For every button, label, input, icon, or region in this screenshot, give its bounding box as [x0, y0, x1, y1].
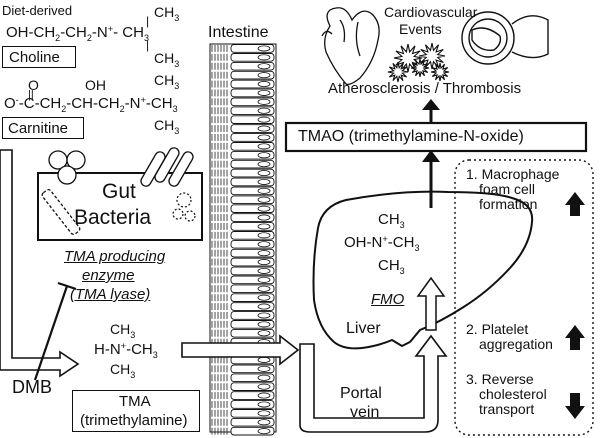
choline-formula: OH-CH2-CH2-N+- CH3 [6, 23, 149, 43]
carnitine-oxygen: O [28, 77, 39, 93]
carnitine-label-box [2, 117, 84, 139]
liver-label: Liver [346, 320, 381, 337]
tmao-ch3-bottom: CH3 [378, 257, 405, 276]
enzyme-line2: enzyme [82, 267, 135, 284]
enzyme-line1: TMA producing [64, 248, 166, 265]
bacteria-dotted-icon [172, 192, 196, 222]
hollow-arrow-diet-to-tma [0, 149, 80, 378]
liver-outline [312, 190, 534, 350]
choline-ch3-top: CH3 [154, 4, 180, 23]
dmb-inhibition-line [33, 285, 69, 381]
intestine-wall [209, 43, 277, 436]
fmo-label: FMO [371, 291, 405, 308]
tmao-box [284, 121, 588, 153]
starburst-icon [410, 58, 430, 78]
atherosclerosis-label: Atherosclerosis / Thrombosis [328, 80, 522, 97]
cv-events-line1: Cardiovascular [384, 4, 478, 20]
artery-icon [461, 11, 549, 65]
bacteria-coccus-icon [57, 165, 77, 185]
effect-3-line-1: 3. Reverse [466, 371, 534, 387]
intestine-label: Intestine [208, 24, 269, 41]
carnitine-formula: O--C-CH2-CH-CH2-N+-CH3 [4, 94, 178, 114]
effects-box [454, 159, 594, 436]
carnitine-ch3-bottom: CH3 [154, 117, 180, 136]
carnitine-ch3-top: CH3 [154, 72, 180, 91]
tma-formula: H-N+-CH3 [94, 340, 158, 360]
enzyme-line3: (TMA lyase) [70, 286, 151, 303]
arrow-tmao-to-outcome-head [422, 99, 440, 110]
gut-label-line2: Bacteria [74, 206, 152, 229]
dmb-inhibition-bar [57, 281, 77, 291]
tma-ch3-top: CH3 [110, 321, 136, 340]
effect-3-line-3: transport [479, 401, 535, 417]
portal-label-line2: vein [350, 404, 380, 421]
diet-derived-header: Diet-derived [2, 3, 73, 18]
down-arrow-icon [565, 393, 585, 419]
carnitine-double-bond: || [28, 89, 34, 101]
hollow-arrow-tma-to-portal [181, 334, 300, 366]
choline-label: Choline [9, 49, 60, 66]
bacteria-rod-icon [41, 147, 194, 236]
choline-label-box [2, 46, 76, 68]
carnitine-oh: OH [85, 77, 106, 93]
effect-2-line-2: aggregation [479, 336, 553, 352]
heart-icon [321, 7, 380, 86]
carnitine-label: Carnitine [8, 120, 69, 137]
effect-1-line-1: 1. Macrophage [466, 166, 560, 182]
starburst-icon [387, 61, 409, 83]
up-arrow-icon [565, 192, 585, 216]
gut-label-line1: Gut [102, 180, 136, 203]
tmao-formula: OH-N+-CH3 [344, 233, 420, 253]
tmao-ch3-top: CH3 [378, 211, 405, 230]
effect-2-line-1: 2. Platelet [466, 321, 529, 337]
bacteria-coccus-icon [66, 150, 86, 170]
starburst-icon [387, 42, 450, 83]
portal-vein [299, 334, 448, 433]
effect-3-line-2: cholesterol [479, 386, 547, 402]
tma-label-line2: (trimethylamine) [80, 412, 188, 429]
hollow-arrow-fmo [416, 276, 446, 331]
dmb-label: DMB [12, 377, 52, 397]
tmao-box-label: TMAO (trimethylamine-N-oxide) [298, 128, 524, 145]
portal-label-line1: Portal [340, 385, 382, 402]
tma-label-line1: TMA [119, 393, 151, 410]
effect-1-line-2: foam cell [479, 181, 536, 197]
up-arrow-icon [565, 325, 585, 350]
effect-1-line-3: formation [479, 196, 538, 212]
choline-bond-bottom: | [146, 38, 150, 52]
starburst-icon [430, 62, 450, 82]
tma-ch3-bottom: CH3 [110, 361, 136, 380]
arrow-liver-to-tmao-head [422, 150, 440, 162]
tma-label-box [72, 390, 200, 432]
choline-ch3-bottom: CH3 [154, 50, 180, 69]
cv-events-line2: Events [399, 21, 442, 37]
choline-bond-top: | [146, 14, 150, 28]
